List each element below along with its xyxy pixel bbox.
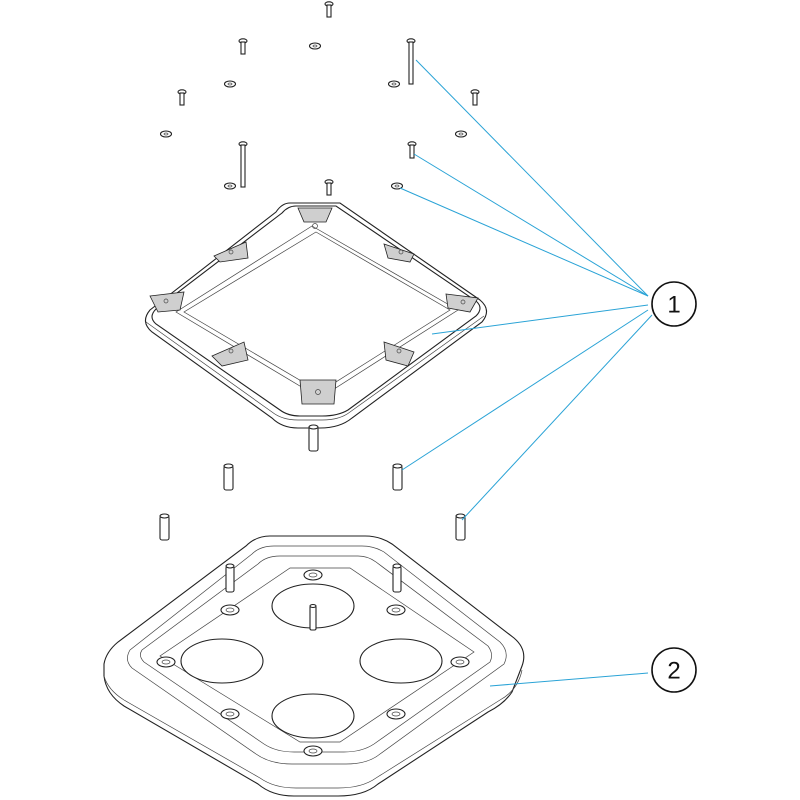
long-screw bbox=[406, 38, 416, 85]
callout-1: 1 bbox=[651, 281, 697, 327]
washer bbox=[223, 80, 237, 88]
leader-line bbox=[431, 304, 649, 335]
standoff bbox=[159, 513, 170, 541]
screw bbox=[324, 179, 334, 196]
screw bbox=[407, 141, 417, 159]
standoff bbox=[223, 463, 234, 491]
standoff bbox=[308, 424, 319, 452]
fasteners-top bbox=[159, 1, 480, 196]
long-screw bbox=[238, 141, 248, 188]
screw bbox=[470, 89, 480, 106]
callout-label: 2 bbox=[667, 658, 680, 685]
standoff bbox=[455, 513, 466, 541]
leader-line bbox=[461, 314, 653, 521]
washer bbox=[308, 42, 322, 50]
washer bbox=[159, 130, 173, 138]
callout-label: 1 bbox=[667, 292, 680, 319]
screw bbox=[324, 1, 334, 18]
leader-line bbox=[489, 672, 649, 687]
leader-line bbox=[415, 59, 649, 297]
leader-line bbox=[401, 309, 649, 471]
leader-line bbox=[413, 153, 649, 297]
leader-lines bbox=[399, 59, 653, 687]
boss-holes bbox=[156, 569, 470, 757]
screw bbox=[238, 38, 248, 55]
screw bbox=[177, 89, 187, 106]
leader-line bbox=[399, 187, 649, 297]
standoffs bbox=[159, 424, 466, 541]
callout-circle bbox=[651, 281, 697, 327]
base-tray bbox=[103, 535, 525, 797]
callout-2: 2 bbox=[651, 647, 697, 693]
washer bbox=[387, 80, 401, 88]
washer bbox=[454, 130, 468, 138]
upper-plate bbox=[144, 202, 488, 429]
standoff bbox=[392, 463, 403, 491]
washer bbox=[390, 182, 404, 190]
callout-circle bbox=[651, 647, 697, 693]
washer bbox=[223, 182, 237, 190]
